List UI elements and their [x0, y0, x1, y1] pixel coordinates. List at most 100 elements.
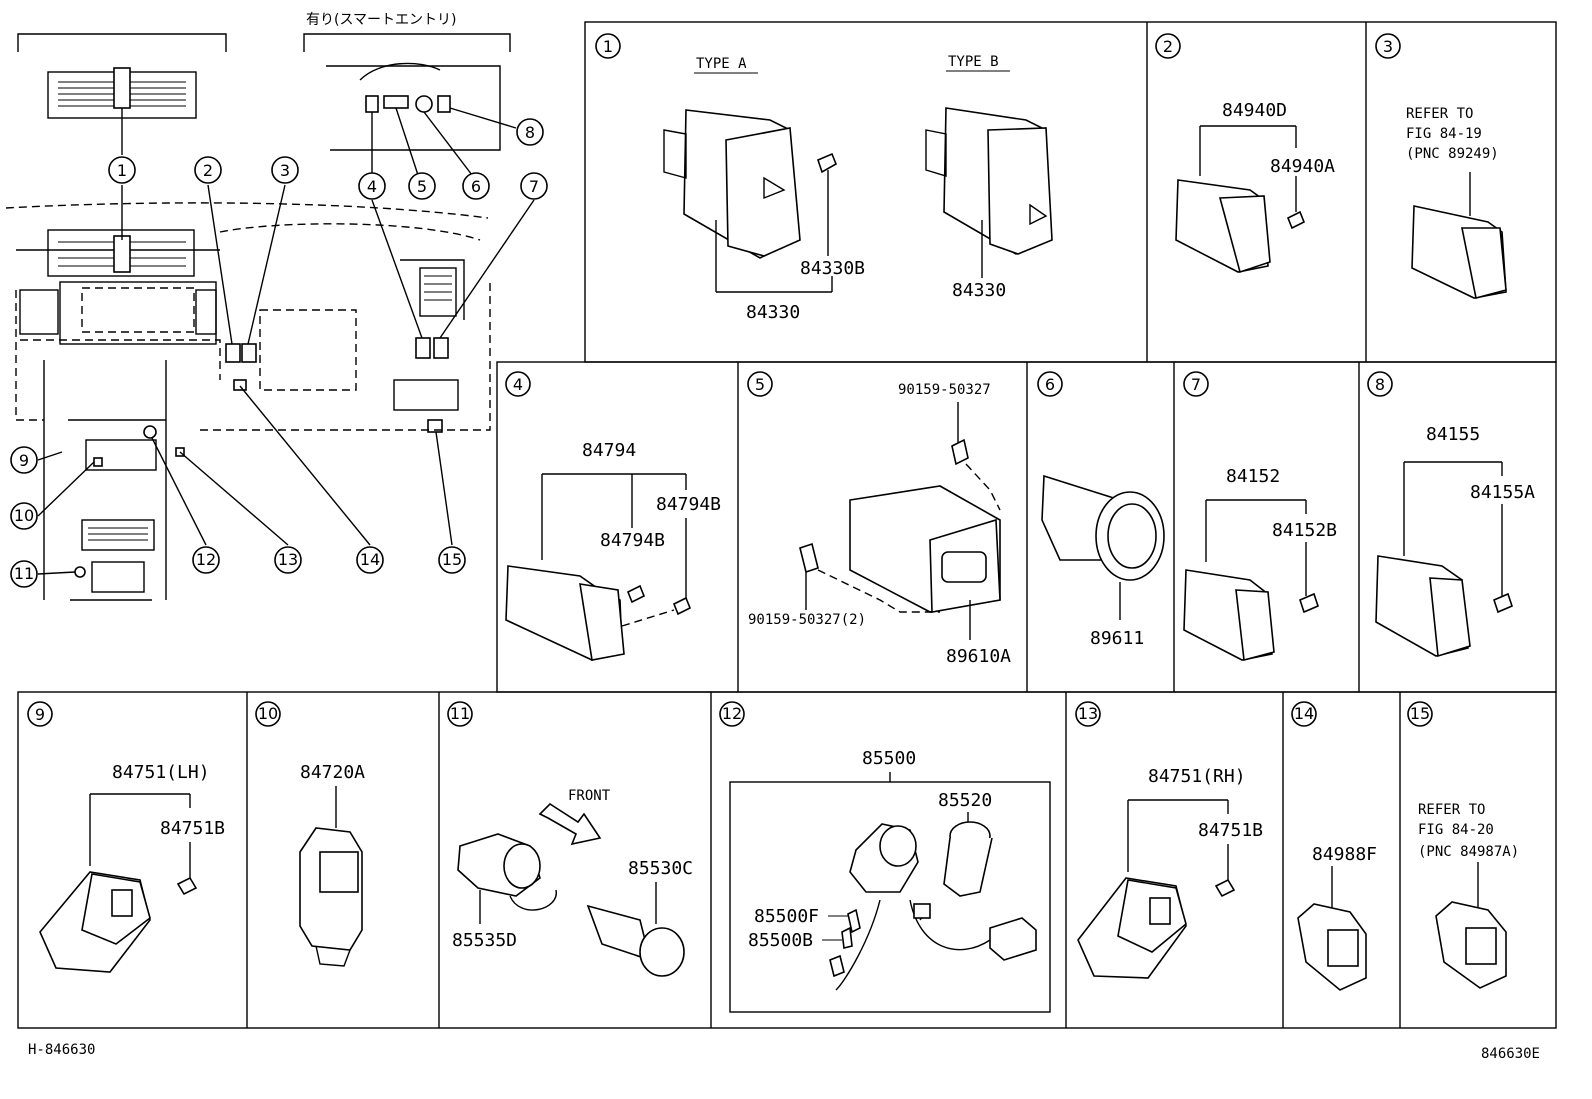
type-a-label: TYPE A	[696, 56, 747, 72]
part-84330-a: 84330	[746, 302, 800, 323]
svg-text:7: 7	[1191, 375, 1201, 394]
part-85500B: 85500B	[748, 930, 813, 951]
part-84794: 84794	[582, 440, 636, 461]
svg-text:3: 3	[280, 161, 290, 180]
part-84751B-rh: 84751B	[1198, 820, 1263, 841]
svg-text:5: 5	[755, 375, 765, 394]
overview-callout-14: 14	[356, 546, 384, 574]
panel-13: 13 84751(RH) 84751B	[1075, 701, 1263, 979]
panel-1: 1 TYPE A TYPE B 84330B 84330 84330	[595, 33, 1053, 323]
overview-callout-7: 7	[520, 172, 548, 200]
part-84152: 84152	[1226, 466, 1280, 487]
front-label: FRONT	[568, 788, 611, 804]
panel-7: 7 84152 84152B	[1183, 371, 1337, 662]
overview-callout-5: 5	[408, 172, 436, 200]
overview-callout-10: 10	[10, 502, 38, 530]
svg-text:14: 14	[360, 550, 380, 569]
refer-to-label-3: REFER TO	[1406, 106, 1473, 122]
panel-4: 4 84794 84794B 84794B	[505, 371, 721, 661]
svg-text:9: 9	[19, 451, 29, 470]
part-84330-b: 84330	[952, 280, 1006, 301]
figure-code-left: H-846630	[28, 1042, 95, 1058]
svg-text:8: 8	[525, 123, 535, 142]
panel-grid	[17, 21, 1557, 1029]
part-84751-lh: 84751(LH)	[112, 762, 210, 783]
svg-text:2: 2	[203, 161, 213, 180]
part-89611: 89611	[1090, 628, 1144, 649]
svg-text:1: 1	[603, 37, 613, 56]
svg-text:4: 4	[513, 375, 523, 394]
panel-8: 8 84155 84155A	[1367, 371, 1535, 658]
refer-fig-label-15: FIG 84-20	[1418, 822, 1494, 838]
part-89610A: 89610A	[946, 646, 1011, 667]
panel-11: 11 FRONT 85530C 85535D	[447, 701, 693, 977]
overview-callout-4: 4	[358, 172, 386, 200]
svg-text:11: 11	[450, 704, 470, 723]
part-84152B: 84152B	[1272, 520, 1337, 541]
part-84720A: 84720A	[300, 762, 365, 783]
part-84940D: 84940D	[1222, 100, 1287, 121]
svg-text:6: 6	[471, 177, 481, 196]
overview-callout-1: 1	[108, 156, 136, 184]
overview-callout-3: 3	[271, 156, 299, 184]
part-84751-rh: 84751(RH)	[1148, 766, 1246, 787]
svg-text:3: 3	[1383, 37, 1393, 56]
figure-code-right: 846630E	[1481, 1046, 1540, 1062]
svg-text:9: 9	[35, 705, 45, 724]
part-84751B-lh: 84751B	[160, 818, 225, 839]
svg-text:11: 11	[14, 564, 34, 583]
svg-text:15: 15	[442, 550, 462, 569]
refer-pnc-label-15: (PNC 84987A)	[1418, 844, 1519, 860]
part-84155A: 84155A	[1470, 482, 1535, 503]
refer-fig-label-3: FIG 84-19	[1406, 126, 1482, 142]
overview-callout-8: 8	[516, 118, 544, 146]
svg-text:7: 7	[529, 177, 539, 196]
svg-text:10: 10	[258, 704, 278, 723]
refer-to-label-15: REFER TO	[1418, 802, 1485, 818]
overview-callout-15: 15	[438, 546, 466, 574]
overview-callout-12: 12	[192, 546, 220, 574]
overview-callout-11: 11	[10, 560, 38, 588]
panel-15: 15 REFER TO FIG 84-20 (PNC 84987A)	[1407, 701, 1519, 989]
svg-text:1: 1	[117, 161, 127, 180]
panel-14: 14 84988F	[1291, 701, 1377, 991]
part-85500: 85500	[862, 748, 916, 769]
panel-10: 10 84720A	[255, 701, 365, 967]
overview-callout-2: 2	[194, 156, 222, 184]
part-84794B-b: 84794B	[600, 530, 665, 551]
part-85530C: 85530C	[628, 858, 693, 879]
svg-text:12: 12	[722, 704, 742, 723]
svg-text:2: 2	[1163, 37, 1173, 56]
panel-3: 3 REFER TO FIG 84-19 (PNC 89249)	[1375, 33, 1507, 299]
panel-6: 6 89611	[1037, 371, 1165, 649]
svg-text:6: 6	[1045, 375, 1055, 394]
svg-text:15: 15	[1410, 704, 1430, 723]
smart-entry-note: 有り(スマートエントリ)	[306, 12, 457, 28]
overview-callout-13: 13	[274, 546, 302, 574]
panel-9: 9 84751(LH) 84751B	[27, 701, 225, 973]
part-84988F: 84988F	[1312, 844, 1377, 865]
svg-text:4: 4	[367, 177, 377, 196]
svg-text:13: 13	[1078, 704, 1098, 723]
panel-2: 2 84940D 84940A	[1155, 33, 1335, 274]
panel-5: 5 90159-50327 90159-50327(2) 89610A	[747, 371, 1011, 667]
part-85535D: 85535D	[452, 930, 517, 951]
part-85500F: 85500F	[754, 906, 819, 927]
svg-text:8: 8	[1375, 375, 1385, 394]
part-84794B-a: 84794B	[656, 494, 721, 515]
panel-12: 12 85500 85520 85500F 85500B	[719, 701, 1051, 1013]
overview-callout-6: 6	[462, 172, 490, 200]
part-84155: 84155	[1426, 424, 1480, 445]
vehicle-overview: 有り(スマートエントリ)	[5, 12, 548, 601]
svg-text:13: 13	[278, 550, 298, 569]
part-90159-50327: 90159-50327	[898, 382, 991, 398]
part-84940A: 84940A	[1270, 156, 1335, 177]
refer-pnc-label-3: (PNC 89249)	[1406, 146, 1499, 162]
type-b-label: TYPE B	[948, 54, 999, 70]
part-85520: 85520	[938, 790, 992, 811]
svg-text:12: 12	[196, 550, 216, 569]
svg-text:5: 5	[417, 177, 427, 196]
overview-callout-9: 9	[10, 446, 38, 474]
svg-text:14: 14	[1294, 704, 1314, 723]
